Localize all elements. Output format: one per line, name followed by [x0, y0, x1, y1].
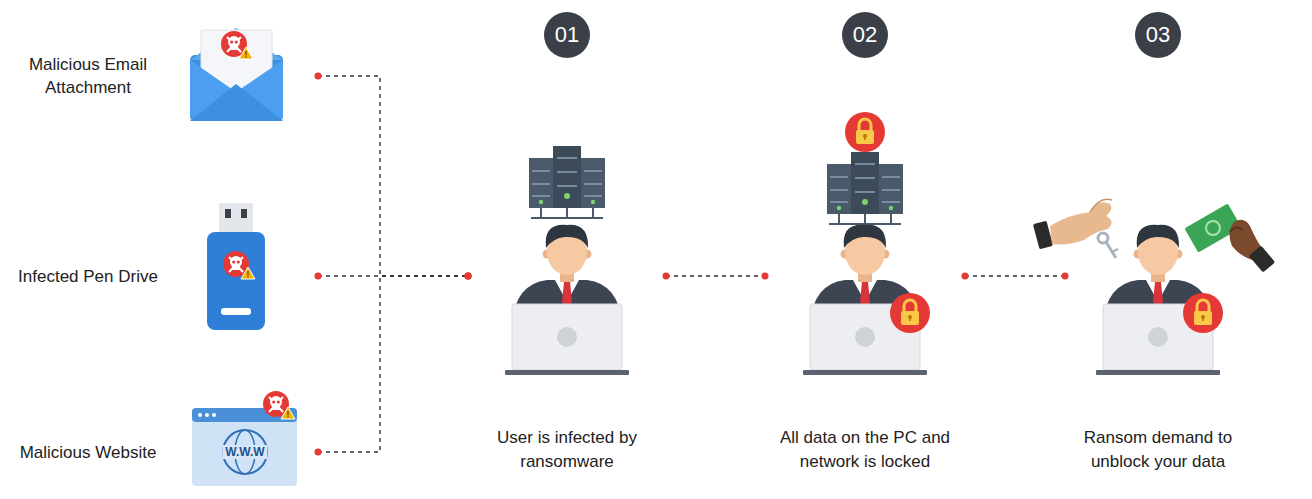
website-icon — [205, 413, 209, 417]
person-at-laptop — [505, 225, 629, 375]
pen-drive-icon — [221, 308, 251, 315]
icon-label: W.W.W — [222, 445, 267, 459]
step-caption: User is infected by ransomware — [497, 426, 637, 474]
lock-badge — [890, 293, 930, 333]
pen-drive-icon — [223, 251, 255, 279]
hand-with-key — [1090, 199, 1112, 212]
pen-drive-icon — [207, 203, 265, 330]
dashed-connector — [318, 276, 468, 452]
step-number: 03 — [1135, 12, 1181, 58]
website-icon — [223, 430, 267, 474]
hand-with-key — [1033, 199, 1118, 258]
website-icon — [192, 408, 297, 486]
step-caption: All data on the PC and network is locked — [779, 426, 951, 474]
source-label: Malicious Email Attachment — [0, 53, 176, 99]
pen-drive-icon — [225, 209, 231, 218]
connector-dot — [465, 273, 472, 280]
lock-badge — [1183, 293, 1223, 333]
hand-with-money — [1249, 245, 1275, 272]
hand-with-key — [1112, 249, 1118, 252]
pen-drive-icon — [207, 232, 265, 330]
connector-dot — [315, 73, 322, 80]
connector-dot — [465, 273, 472, 280]
hand-with-money — [1184, 203, 1275, 272]
connector-dot — [962, 273, 969, 280]
hand-with-key — [1098, 233, 1108, 243]
website-icon — [192, 391, 297, 486]
step-number: 02 — [842, 12, 888, 58]
source-label: Infected Pen Drive — [0, 265, 176, 288]
website-icon — [198, 413, 202, 417]
server-rack — [529, 146, 605, 218]
dashed-connector — [318, 76, 468, 276]
step-number: 01 — [544, 12, 590, 58]
website-icon — [263, 391, 295, 419]
email-icon — [190, 28, 283, 121]
email-icon — [190, 84, 283, 121]
email-icon — [221, 31, 253, 59]
server-rack — [827, 152, 903, 224]
lock-badge — [845, 112, 885, 152]
hand-with-money — [1230, 227, 1242, 232]
infection-source: Malicious Email Attachment — [0, 26, 318, 126]
website-icon — [212, 413, 216, 417]
source-label: Malicious Website — [0, 441, 176, 464]
attack-stage: 02All data on the PC and network is lock… — [765, 12, 965, 474]
connector-dot — [1062, 273, 1069, 280]
infection-source: Infected Pen Drive — [0, 226, 318, 326]
connector-dot — [315, 273, 322, 280]
attack-stage: 03Ransom demand to unblock your data — [1065, 12, 1251, 474]
connector-dot — [315, 449, 322, 456]
pen-drive-icon — [241, 209, 247, 218]
dashed-connector — [965, 275, 1065, 276]
attack-stage: 01User is infected by ransomware — [468, 12, 666, 474]
connector-dot — [465, 273, 472, 280]
dashed-connector — [666, 275, 765, 276]
step-caption: Ransom demand to unblock your data — [1076, 426, 1240, 474]
hand-with-money — [1206, 221, 1220, 235]
connector-dot — [663, 273, 670, 280]
infection-source: Malicious Website — [0, 407, 318, 497]
pen-drive-icon — [219, 203, 253, 235]
connector-dot — [762, 273, 769, 280]
hand-with-key — [1050, 202, 1112, 244]
email-icon — [190, 60, 283, 121]
hand-with-key — [1033, 221, 1053, 250]
